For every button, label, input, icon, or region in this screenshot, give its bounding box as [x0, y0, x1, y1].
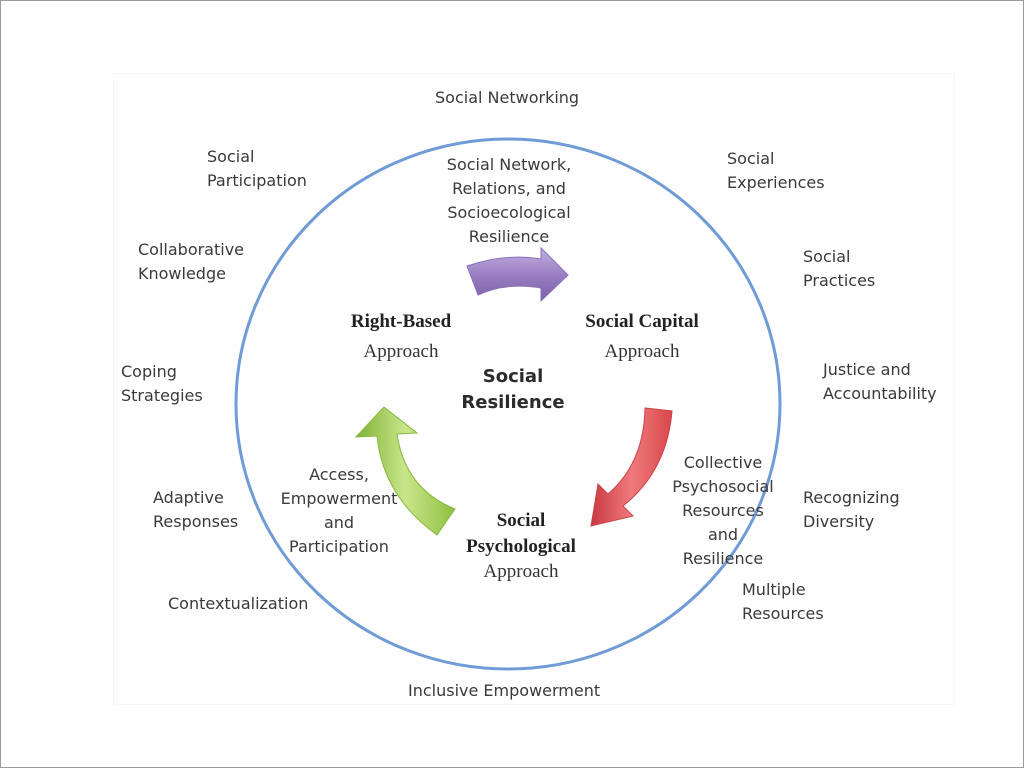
arrow-top-purple: [466, 246, 569, 303]
approach-social-psychological-subtitle: Approach: [483, 561, 559, 582]
arrow-label-right: Collective Psychosocial Resources and Re…: [672, 453, 774, 568]
outer-label-social-networking: Social Networking: [435, 88, 580, 107]
arrow-right-red: [590, 407, 673, 527]
outer-label-inclusive-empowerment: Inclusive Empowerment: [408, 681, 601, 700]
arrow-left-green: [354, 406, 456, 536]
arrow-label-top: Social Network, Relations, and Socioecol…: [446, 155, 572, 246]
outer-label-contextualization: Contextualization: [168, 594, 309, 613]
outer-label-social-participation: Social Participation: [207, 147, 307, 190]
diagram-panel: [113, 73, 955, 705]
approach-social-capital-subtitle: Approach: [604, 341, 680, 362]
outer-label-multiple-resources: Multiple Resources: [742, 580, 824, 623]
outer-label-recognizing-diversity: Recognizing Diversity: [803, 488, 900, 531]
outer-label-adaptive-responses: Adaptive Responses: [153, 488, 239, 531]
approach-right-based-subtitle: Approach: [363, 341, 439, 362]
arrow-label-left: Access, Empowerment and Participation: [280, 465, 398, 556]
outer-ring: [234, 137, 782, 671]
outer-label-coping-strategies: Coping Strategies: [121, 362, 203, 405]
approach-social-capital-title: Social Capital: [585, 311, 699, 332]
outer-label-social-experiences: Social Experiences: [727, 149, 825, 192]
center-title: Social Resilience: [461, 366, 565, 413]
outer-label-collaborative-knowledge: Collaborative Knowledge: [138, 240, 245, 283]
outer-label-justice-accountability: Justice and Accountability: [823, 360, 937, 403]
approach-right-based-title: Right-Based: [350, 311, 452, 332]
approach-social-psychological-title: Social Psychological: [466, 510, 576, 557]
outer-label-social-practices: Social Practices: [803, 247, 876, 290]
